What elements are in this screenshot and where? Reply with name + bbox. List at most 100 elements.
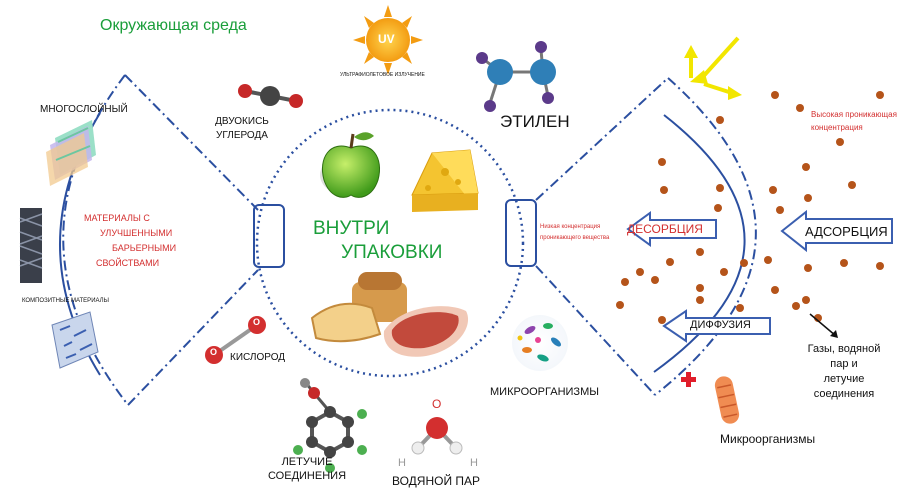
high-concentration-line1: Высокая проникающая (811, 110, 897, 119)
particle-dot (840, 259, 848, 267)
particle-dot (804, 264, 812, 272)
gases-label-line4: соединения (813, 388, 875, 400)
composite-label: КОМПОЗИТНЫЕ МАТЕРИАЛЫ (22, 298, 109, 304)
inside-package-line1: ВНУТРИ (313, 218, 390, 239)
volatile-label-line1: ЛЕТУЧИЕ (281, 456, 333, 468)
multilayer-material-icon (46, 120, 96, 186)
particle-dot (660, 186, 668, 194)
desorption-label: ДЕСОРБЦИЯ (627, 222, 703, 236)
particle-dot (716, 184, 724, 192)
particle-dot (792, 302, 800, 310)
o2-atom-label-2: O (210, 347, 218, 357)
left-zoom-box (253, 204, 285, 268)
environment-title: Окружающая среда (100, 17, 247, 34)
particle-dot (636, 268, 644, 276)
particle-dot (651, 276, 659, 284)
right-zoom-lines (535, 77, 757, 396)
particle-dot (764, 256, 772, 264)
water-h-label-left: H (398, 457, 406, 469)
diffusion-arrow (662, 309, 771, 343)
water-molecule-icon (411, 417, 463, 455)
microorganisms-label: МИКРООРГАНИЗМЫ (490, 386, 599, 398)
particle-dot (658, 316, 666, 324)
adsorption-label: АДСОРБЦИЯ (805, 224, 888, 239)
gases-pointer-line (809, 313, 837, 337)
volatile-label-line2: СОЕДИНЕНИЯ (267, 470, 347, 482)
uv-sun-icon (353, 5, 423, 75)
particle-dot (876, 262, 884, 270)
barrier-line2: УЛУЧШЕННЫМИ (100, 228, 173, 238)
particle-dot (696, 296, 704, 304)
particle-dot (736, 304, 744, 312)
low-concentration-line2: проникающего вещества (540, 235, 610, 241)
uv-caption: УЛЬТРАФИОЛЕТОВОЕ ИЗЛУЧЕНИЕ (340, 72, 425, 78)
co2-label-line1: ДВУОКИСЬ (215, 116, 269, 127)
particle-dot (804, 194, 812, 202)
gases-label-line2: пар и (830, 358, 858, 370)
composite-material-icon (51, 311, 99, 369)
ethylene-label: ЭТИЛЕН (500, 112, 570, 131)
particle-dot (716, 116, 724, 124)
red-cross-icon (681, 372, 696, 387)
gases-label-line3: летучие (823, 373, 865, 385)
volatile-label: ЛЕТУЧИЕ СОЕДИНЕНИЯ (264, 455, 350, 483)
microorganisms-cluster-icon (512, 315, 568, 371)
particle-dot (658, 158, 666, 166)
water-h-label-right: H (470, 457, 478, 469)
multilayer-label: МНОГОСЛОЙНЫЙ (40, 104, 128, 115)
particle-dot (771, 286, 779, 294)
particle-dot (876, 91, 884, 99)
oxygen-label: КИСЛОРОД (230, 352, 286, 363)
particle-dot (802, 163, 810, 171)
particle-dot (714, 204, 722, 212)
particle-dot (769, 186, 777, 194)
co2-label-line2: УГЛЕРОДА (216, 130, 268, 141)
particle-dot (771, 91, 779, 99)
diffusion-label: ДИФФУЗИЯ (690, 319, 751, 331)
particle-dot (848, 181, 856, 189)
package-circle (255, 108, 525, 378)
particle-dot (776, 206, 784, 214)
particle-dot (621, 278, 629, 286)
barrier-line4: СВОЙСТВАМИ (96, 258, 160, 268)
particle-dot (796, 104, 804, 112)
co2-molecule-icon (238, 84, 303, 108)
particle-dot (836, 138, 844, 146)
ethylene-molecule-icon (476, 41, 556, 112)
right-zoom-box (505, 199, 537, 267)
water-vapor-label: ВОДЯНОЙ ПАР (392, 474, 481, 488)
co2-label: ДВУОКИСЬ УГЛЕРОДА (210, 115, 274, 143)
particle-dot (740, 259, 748, 267)
particle-dot (666, 258, 674, 266)
bread-icon (310, 272, 407, 343)
gases-label-line1: Газы, водяной (807, 343, 881, 355)
desorption-arrow (626, 211, 717, 247)
barrier-line1: МАТЕРИАЛЫ С (84, 213, 150, 223)
particle-dot (696, 284, 704, 292)
cheese-icon (411, 149, 479, 212)
high-concentration-label: Высокая проникающая концентрация (811, 108, 897, 134)
uv-badge: UV (378, 32, 395, 46)
low-concentration-label: Низкая концентрация проникающего веществ… (540, 222, 609, 244)
right-microorganisms-label: Микроорганизмы (720, 432, 816, 446)
high-concentration-line2: концентрация (811, 123, 863, 132)
gases-label: Газы, водяной пар и летучие соединения (800, 342, 888, 402)
particle-dot (802, 296, 810, 304)
o2-atom-label-1: O (253, 317, 261, 327)
adsorption-arrow (780, 209, 893, 253)
left-package-outline (62, 74, 259, 406)
meat-icon (383, 306, 469, 357)
particle-dot (616, 301, 624, 309)
gases-pointer-arrowhead (830, 330, 838, 338)
barrier-line3: БАРЬЕРНЫМИ (112, 243, 177, 253)
barrier-material-icon (19, 208, 43, 283)
inside-package-line2: УПАКОВКИ (341, 242, 443, 263)
apple-icon (320, 132, 380, 198)
water-o-label: O (432, 397, 442, 411)
particle-dot (696, 248, 704, 256)
uv-ray-arrows (684, 36, 742, 100)
particle-dot (720, 268, 728, 276)
low-concentration-line1: Низкая концентрация (540, 224, 601, 230)
